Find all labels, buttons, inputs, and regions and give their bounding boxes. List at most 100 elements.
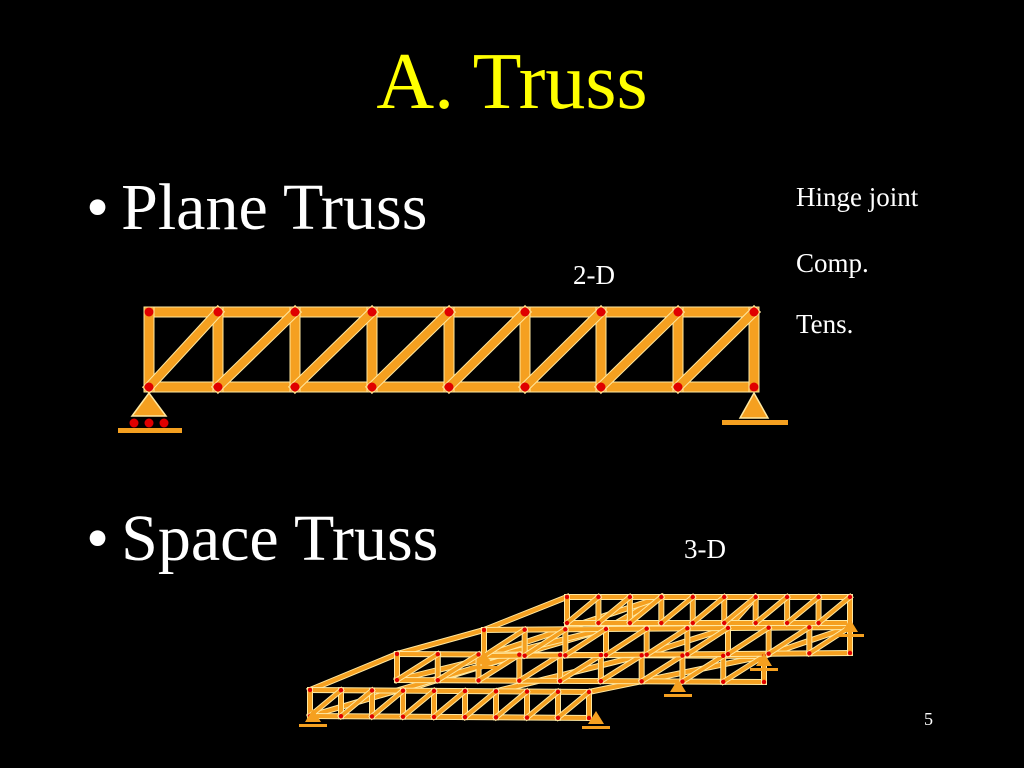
truss-member	[516, 652, 563, 684]
truss-member	[753, 594, 790, 626]
support-icon	[305, 709, 321, 722]
hinge-joint	[749, 382, 759, 392]
truss-member	[562, 626, 609, 658]
truss-member	[307, 652, 522, 719]
hinge-joint	[517, 678, 522, 683]
legend-tension: Tens.	[796, 309, 854, 339]
hinge-joint	[557, 652, 563, 658]
space-truss-supports	[299, 619, 864, 729]
truss-member	[338, 687, 375, 719]
hinge-joint	[476, 678, 481, 683]
hinge-joint	[290, 382, 300, 392]
support-icon	[476, 651, 492, 664]
truss-member	[481, 627, 528, 659]
bullet-plane-truss: •Plane Truss	[86, 175, 427, 241]
truss-member	[476, 652, 522, 683]
hinge-joint	[435, 652, 440, 657]
truss-member	[586, 653, 767, 695]
truss-member	[725, 625, 772, 657]
hinge-joint	[685, 626, 690, 631]
hinge-joint	[400, 714, 406, 719]
hinge-joint	[557, 678, 563, 684]
hinge-joint	[524, 689, 530, 694]
hinge-joint	[213, 307, 223, 317]
hinge-joint	[563, 653, 568, 658]
hinge-joint	[816, 620, 821, 626]
truss-member	[816, 594, 853, 626]
hinge-joint	[639, 679, 644, 684]
legend-hinge-joint: Hinge joint	[796, 182, 919, 212]
truss-member	[598, 652, 645, 684]
truss-member	[481, 650, 853, 659]
slide-title: A. Truss	[376, 38, 648, 126]
hinge-joint	[481, 627, 487, 633]
truss-member	[307, 687, 344, 719]
hinge-joint	[564, 594, 570, 600]
hinge-joint	[721, 653, 726, 658]
hinge-joint	[144, 307, 154, 317]
hinge-joint	[338, 688, 344, 693]
truss-member	[435, 652, 481, 683]
truss-member	[307, 713, 592, 721]
hinge-joint	[524, 715, 530, 720]
hinge-joint	[564, 620, 570, 626]
hinge-joint	[673, 382, 683, 392]
hinge-joint	[722, 594, 727, 600]
truss-member	[431, 688, 468, 720]
truss-member	[524, 689, 561, 721]
hinge-joint	[522, 627, 527, 632]
truss-member	[143, 306, 224, 393]
hinge-joint	[627, 620, 633, 626]
support-icon	[756, 653, 772, 666]
hinge-joint	[753, 620, 758, 626]
hinge-joint	[367, 382, 377, 392]
hinge-joint	[784, 594, 790, 600]
hinge-joint	[431, 688, 437, 694]
hinge-joint	[586, 715, 592, 721]
hinge-joint	[639, 653, 644, 658]
hinge-joint	[394, 677, 400, 683]
truss-member	[720, 653, 767, 685]
truss-member	[212, 306, 301, 393]
hinge-joint	[690, 620, 695, 626]
truss-member	[639, 653, 685, 684]
bullet-space-truss: •Space Truss	[86, 506, 438, 572]
hinge-joint	[598, 652, 604, 658]
plane-truss-joints	[144, 307, 759, 392]
truss-member	[766, 624, 812, 657]
truss-member	[595, 594, 633, 626]
truss-member	[784, 594, 822, 626]
hinge-joint	[680, 679, 685, 684]
hinge-joint	[644, 626, 649, 631]
hinge-joint	[493, 715, 499, 720]
hinge-joint	[807, 651, 812, 656]
hinge-joint	[659, 594, 664, 600]
truss-member	[394, 677, 767, 685]
hinge-joint	[784, 620, 790, 626]
truss-member	[289, 306, 378, 393]
hinge-joint	[680, 653, 685, 658]
truss-member	[672, 306, 760, 393]
support-icon	[842, 619, 858, 632]
hinge-joint	[725, 625, 731, 631]
hinge-joint	[431, 714, 437, 720]
hinge-joint	[307, 687, 313, 693]
truss-member	[658, 594, 696, 626]
truss-member	[493, 689, 530, 720]
truss-member	[603, 626, 650, 658]
hinge-joint	[847, 594, 853, 600]
hinge-joint	[394, 651, 400, 657]
space-dimension-label: 3-D	[684, 534, 726, 564]
truss-member	[680, 653, 726, 684]
truss-member	[644, 625, 690, 658]
hinge-joint	[462, 714, 468, 720]
hinge-joint	[596, 620, 601, 626]
hinge-joint	[603, 626, 609, 632]
hinge-joint	[462, 688, 468, 694]
hinge-joint	[586, 689, 592, 695]
hinge-joint	[761, 679, 767, 685]
hinge-joint	[722, 620, 727, 626]
truss-member	[366, 306, 455, 393]
